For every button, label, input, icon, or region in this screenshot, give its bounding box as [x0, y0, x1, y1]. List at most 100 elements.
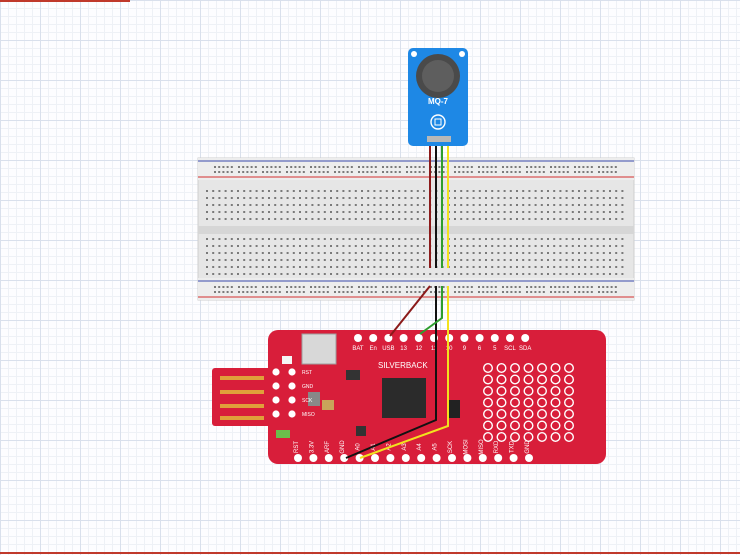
- bottom-pin[interactable]: [463, 454, 472, 462]
- proto-hole: [510, 374, 521, 385]
- proto-hole: [564, 432, 575, 443]
- bottom-pin-label: SCK: [448, 441, 454, 453]
- board-name: SILVERBACK: [378, 361, 428, 370]
- canvas-edge-bottom: [0, 552, 740, 554]
- top-pin[interactable]: [354, 334, 362, 342]
- sensor-header-pins: [427, 136, 451, 142]
- side-pin[interactable]: [272, 368, 280, 376]
- bottom-pin-label: MISO: [479, 439, 485, 455]
- proto-hole: [483, 363, 494, 374]
- top-pin-label: BAT: [352, 346, 364, 352]
- side-pin[interactable]: [272, 382, 280, 390]
- wire-aout-to-a0[interactable]: [359, 286, 449, 459]
- proto-hole: [564, 409, 575, 420]
- proto-hole: [537, 374, 548, 385]
- top-pin-label: SCL: [504, 346, 516, 352]
- bottom-pin-label: RST: [294, 441, 300, 453]
- proto-hole: [523, 409, 534, 420]
- side-pin[interactable]: [288, 410, 296, 418]
- bottom-pin-label: RXD: [494, 440, 500, 453]
- top-pin[interactable]: [460, 334, 469, 342]
- mq7-sensor-module[interactable]: MQ-7: [408, 48, 468, 146]
- top-pin-label: 13: [400, 346, 407, 352]
- top-pin[interactable]: [369, 334, 378, 342]
- bottom-pin[interactable]: [525, 454, 533, 462]
- component-crystal: [308, 392, 320, 406]
- proto-hole: [523, 397, 534, 408]
- mount-hole: [459, 51, 465, 57]
- top-pin-label: USB: [382, 346, 394, 352]
- bottom-pin[interactable]: [340, 454, 349, 462]
- proto-hole: [550, 386, 561, 397]
- bottom-pin[interactable]: [494, 454, 503, 462]
- proto-hole: [483, 432, 494, 443]
- center-channel: [198, 226, 634, 234]
- proto-hole: [496, 420, 507, 431]
- mount-hole: [411, 51, 417, 57]
- bottom-pin[interactable]: [355, 454, 364, 462]
- component-cap: [322, 400, 334, 410]
- proto-hole: [564, 386, 575, 397]
- proto-hole: [496, 363, 507, 374]
- power-led: [276, 430, 290, 438]
- top-pin-label: SDA: [519, 346, 531, 352]
- proto-hole: [564, 363, 575, 374]
- top-pin-label: En: [370, 346, 377, 352]
- side-pin-label: RST: [302, 370, 312, 376]
- proto-hole: [510, 432, 521, 443]
- bottom-pin-label: A0: [356, 443, 362, 451]
- breadboard[interactable]: [197, 157, 635, 301]
- proto-hole: [483, 409, 494, 420]
- side-pin[interactable]: [288, 368, 296, 376]
- top-pin-label: 12: [415, 346, 422, 352]
- side-pin-label: SCK: [302, 398, 313, 404]
- bottom-pin[interactable]: [448, 454, 456, 462]
- top-pin[interactable]: [399, 334, 408, 342]
- top-pin[interactable]: [506, 334, 514, 342]
- component-reg: [356, 426, 366, 436]
- component-ic: [346, 370, 360, 380]
- top-pin-label: 9: [463, 346, 467, 352]
- bottom-pin[interactable]: [324, 454, 333, 462]
- bottom-pin[interactable]: [371, 454, 379, 462]
- bottom-pin-label: A5: [433, 443, 439, 451]
- side-pin[interactable]: [272, 410, 280, 418]
- bottom-pin-label: 3.3V: [309, 441, 315, 453]
- proto-hole: [537, 397, 548, 408]
- wire-gnd-to-gnd[interactable]: [345, 286, 437, 459]
- top-pin[interactable]: [475, 334, 484, 342]
- bottom-pin[interactable]: [386, 454, 395, 462]
- wire-dout-to-12[interactable]: [419, 286, 443, 335]
- side-pin[interactable]: [288, 382, 296, 390]
- proto-hole: [537, 420, 548, 431]
- bottom-pin-label: A4: [417, 443, 423, 451]
- top-pin[interactable]: [414, 334, 423, 342]
- bottom-pin[interactable]: [401, 454, 410, 462]
- side-pin[interactable]: [288, 396, 296, 404]
- proto-hole: [550, 363, 561, 374]
- top-pin[interactable]: [445, 334, 454, 342]
- proto-hole: [564, 397, 575, 408]
- bottom-pin[interactable]: [509, 454, 518, 462]
- wire-vcc-to-usb[interactable]: [389, 285, 431, 337]
- bottom-pin-label: GND: [525, 440, 531, 454]
- top-pin[interactable]: [490, 334, 499, 342]
- bottom-pin[interactable]: [294, 454, 302, 462]
- bottom-pin[interactable]: [309, 454, 318, 462]
- bottom-pin[interactable]: [417, 454, 426, 462]
- side-pin[interactable]: [272, 396, 280, 404]
- proto-hole: [510, 386, 521, 397]
- reset-button[interactable]: [282, 356, 292, 364]
- proto-hole: [523, 363, 534, 374]
- wires: [345, 140, 449, 459]
- proto-hole: [523, 432, 534, 443]
- top-pin[interactable]: [521, 334, 530, 342]
- proto-hole: [483, 386, 494, 397]
- bottom-pin[interactable]: [478, 454, 487, 462]
- canvas-edge-top: [0, 0, 130, 2]
- proto-hole: [510, 420, 521, 431]
- bottom-pin[interactable]: [432, 454, 441, 462]
- component-switch: [448, 400, 460, 418]
- sensor-label: MQ-7: [428, 97, 449, 106]
